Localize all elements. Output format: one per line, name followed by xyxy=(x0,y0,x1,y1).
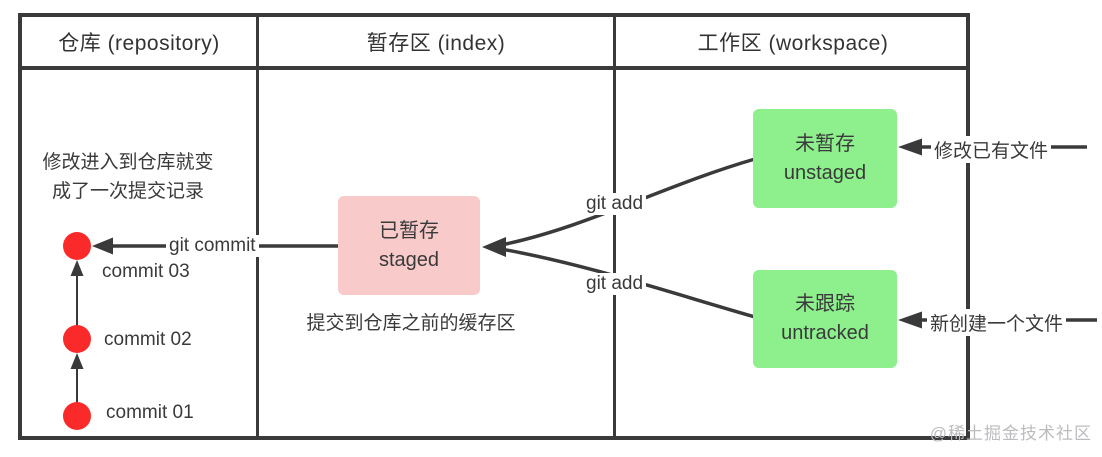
repository-note-line1: 修改进入到仓库就变 xyxy=(42,152,214,173)
index-caption: 提交到仓库之前的缓存区 xyxy=(306,313,516,334)
new-file-arrowhead xyxy=(898,311,922,329)
git-add-label-top: git add xyxy=(583,193,647,215)
commit-chain-arrowhead-up-02 xyxy=(70,353,84,369)
unstaged-box-subtitle: unstaged xyxy=(783,161,867,184)
header-workspace: 工作区 (workspace) xyxy=(697,31,889,55)
commit-03-label: commit 03 xyxy=(102,261,190,282)
commit-01-label: commit 01 xyxy=(106,402,194,423)
untracked-box-subtitle: untracked xyxy=(781,322,869,344)
commit-chain-arrowhead-up-03 xyxy=(70,260,84,276)
staged-box-title: 已暂存 xyxy=(379,219,439,242)
repository-note: 修改进入到仓库就变 成了一次提交记录 xyxy=(28,148,228,207)
commit-node-02 xyxy=(63,325,91,353)
unstaged-box: 未暂存 unstaged xyxy=(753,109,897,208)
commit-02-label: commit 02 xyxy=(104,329,192,350)
header-index: 暂存区 (index) xyxy=(366,31,506,55)
staged-box-subtitle: staged xyxy=(378,248,440,271)
git-add-arrowhead xyxy=(482,237,506,257)
modify-existing-file-label: 修改已有文件 xyxy=(931,136,1052,163)
header-repository: 仓库 (repository) xyxy=(58,31,220,55)
git-add-label-bottom: git add xyxy=(583,273,647,295)
commit-node-01 xyxy=(63,402,91,430)
commit-node-03 xyxy=(63,232,91,260)
table-outer-border xyxy=(18,13,970,440)
unstaged-box-title: 未暂存 xyxy=(795,132,855,155)
repository-note-line2: 成了一次提交记录 xyxy=(51,181,204,203)
modify-file-arrowhead xyxy=(898,138,922,156)
column-divider-repository-index xyxy=(256,13,259,440)
column-divider-index-workspace xyxy=(613,13,616,440)
new-file-label: 新创建一个文件 xyxy=(927,309,1067,336)
git-commit-label: git commit xyxy=(166,235,259,257)
untracked-box: 未跟踪 untracked xyxy=(753,270,897,368)
header-row-divider xyxy=(18,66,970,70)
untracked-box-title: 未跟踪 xyxy=(795,293,855,315)
watermark: @稀土掘金技术社区 xyxy=(929,424,1092,443)
git-commit-arrowhead xyxy=(92,237,113,255)
staged-box: 已暂存 staged xyxy=(338,196,480,295)
